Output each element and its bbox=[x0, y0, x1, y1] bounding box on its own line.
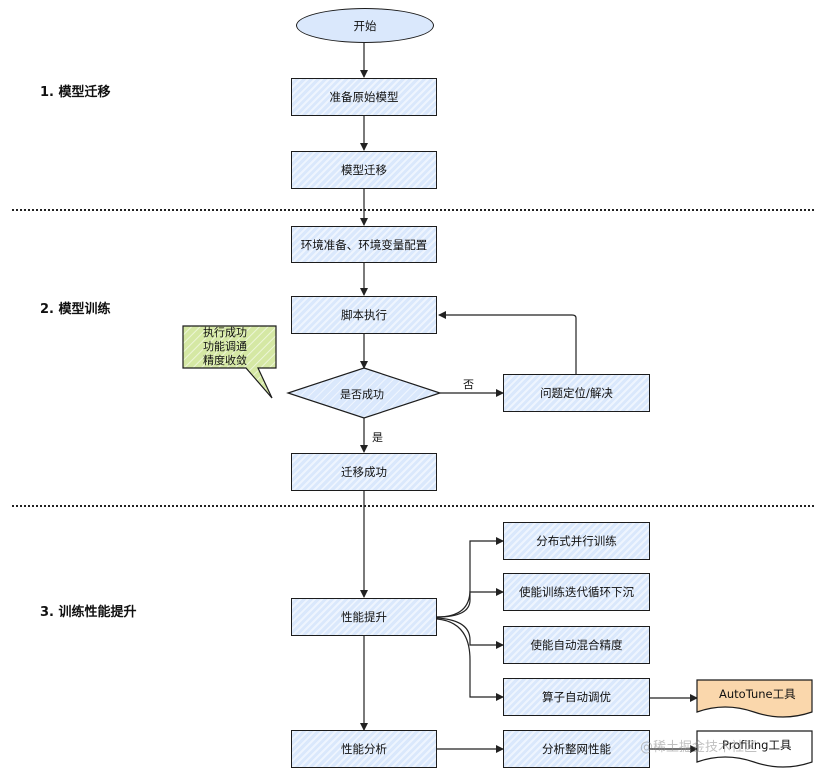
callout-bubble bbox=[182, 325, 277, 399]
script-exec-box: 脚本执行 bbox=[291, 296, 437, 334]
autotune-tool-label: AutoTune工具 bbox=[719, 687, 796, 701]
edge-label-no: 否 bbox=[463, 378, 474, 391]
edge-perf-distributed bbox=[436, 537, 504, 618]
callout-text: 执行成功 功能调通 精度收敛 bbox=[203, 326, 257, 368]
profiling-tool-label: Profiling工具 bbox=[722, 738, 792, 752]
profiling-tool-shape bbox=[696, 730, 813, 768]
edge-perf-autotune bbox=[436, 618, 504, 701]
autotune-tool-shape bbox=[696, 679, 813, 718]
perf-improve-box: 性能提升 bbox=[291, 598, 437, 636]
perf-analysis-box: 性能分析 bbox=[291, 730, 437, 768]
section-divider-2 bbox=[12, 505, 814, 507]
edges bbox=[360, 43, 698, 753]
env-prepare-box: 环境准备、环境变量配置 bbox=[291, 226, 437, 263]
migrate-success-box: 迁移成功 bbox=[291, 453, 437, 491]
distributed-train-box: 分布式并行训练 bbox=[503, 522, 650, 560]
decision-diamond bbox=[286, 367, 442, 419]
edge-perf-amp bbox=[436, 617, 504, 649]
start-node: 开始 bbox=[296, 8, 434, 43]
callout-line-2: 功能调通 bbox=[203, 340, 247, 353]
section-divider-1 bbox=[12, 209, 814, 211]
model-migrate-box: 模型迁移 bbox=[291, 151, 437, 189]
decision-label: 是否成功 bbox=[340, 388, 384, 401]
edge-problem-loop bbox=[438, 311, 577, 374]
op-autotune-box: 算子自动调优 bbox=[503, 678, 650, 716]
watermark: @稀土掘金技术社区 bbox=[640, 740, 758, 755]
callout-line-3: 精度收敛 bbox=[203, 354, 247, 367]
enable-sink-box: 使能训练迭代循环下沉 bbox=[503, 573, 650, 611]
edge-label-yes: 是 bbox=[372, 431, 383, 444]
analyze-net-box: 分析整网性能 bbox=[503, 730, 650, 768]
enable-amp-box: 使能自动混合精度 bbox=[503, 626, 650, 664]
edge-perf-sink bbox=[436, 588, 504, 618]
callout-line-1: 执行成功 bbox=[203, 326, 247, 339]
problem-locate-box: 问题定位/解决 bbox=[503, 374, 650, 412]
prepare-model-box: 准备原始模型 bbox=[291, 78, 437, 116]
section-title-migration: 1. 模型迁移 bbox=[40, 85, 111, 100]
section-title-training: 2. 模型训练 bbox=[40, 302, 111, 317]
section-title-performance: 3. 训练性能提升 bbox=[40, 605, 137, 620]
